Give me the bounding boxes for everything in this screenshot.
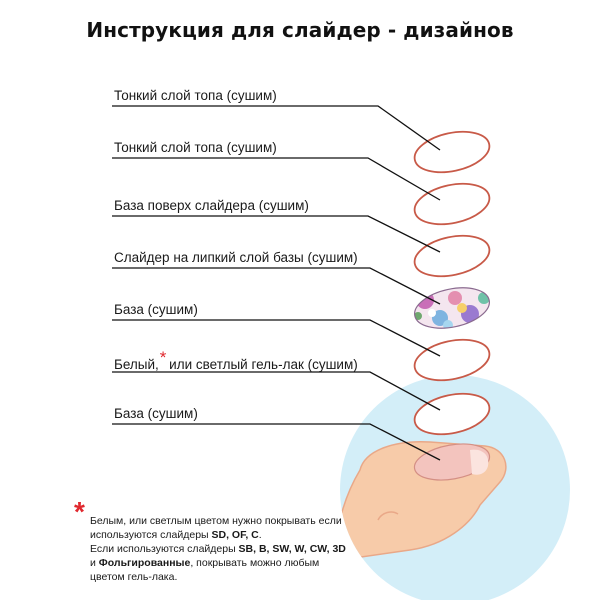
note-line-3-prefix: Если используются слайдеры — [90, 543, 239, 555]
note-line-5: цветом гель-лака. — [90, 571, 178, 583]
note-line-2-prefix: используются слайдеры — [90, 529, 212, 541]
note-line-2-bold: SD, OF, C — [211, 529, 259, 541]
leader-line-1 — [112, 105, 441, 151]
note-line-4-bold: Фольгированные — [98, 557, 191, 569]
note-line-2-suffix: . — [258, 529, 262, 541]
page-title: Инструкция для слайдер - дизайнов — [86, 18, 514, 42]
layer-label-slider: Слайдер на липкий слой базы (сушим) — [114, 250, 358, 265]
layer-label-top-2: Тонкий слой топа (сушим) — [114, 140, 277, 155]
leader-line-5 — [112, 319, 441, 357]
leader-line-7 — [112, 423, 441, 461]
nail-layer-1 — [413, 130, 491, 174]
leader-line-3 — [112, 215, 441, 253]
note-line-4-suffix: , покрывать можно любым — [190, 557, 320, 569]
leader-line-6 — [112, 371, 441, 411]
leader-line-4 — [112, 267, 441, 305]
finger-illustration — [340, 441, 507, 561]
note-line-4-prefix: и — [90, 557, 99, 569]
nail-layer-floral-slider — [410, 285, 494, 335]
note-line-1: Белым, или светлым цветом нужно покрыват… — [90, 515, 342, 527]
note-line-4: и Фольгированные, покрывать можно любым — [90, 556, 360, 570]
layer-label-base-over-slider: База поверх слайдера (сушим) — [114, 198, 309, 213]
leader-line-2 — [112, 157, 441, 201]
nail-layer-5 — [413, 338, 491, 382]
asterisk-marker: * — [159, 348, 167, 367]
nail-layer-3 — [413, 234, 491, 278]
white-gel-label-end: или светлый гель-лак (сушим) — [165, 357, 358, 372]
note-line-3-bold: SB, B, SW, W, CW, 3D — [238, 543, 346, 555]
note-asterisk: * — [74, 496, 85, 527]
layer-label-base-2: База (сушим) — [114, 406, 198, 421]
nail-layer-6 — [413, 392, 491, 436]
note-line-3: Если используются слайдеры SB, B, SW, W,… — [90, 542, 360, 556]
layer-label-white-gel: Белый,* или светлый гель-лак (сушим) — [114, 348, 358, 374]
leader-lines — [112, 105, 441, 461]
layer-label-top-1: Тонкий слой топа (сушим) — [114, 88, 277, 103]
layer-label-base-1: База (сушим) — [114, 302, 198, 317]
note-line-2: используются слайдеры SD, OF, C. — [90, 528, 360, 542]
white-gel-label-start: Белый, — [114, 357, 159, 372]
footnote: Белым, или светлым цветом нужно покрыват… — [90, 514, 360, 584]
nail-layer-2 — [413, 182, 491, 226]
